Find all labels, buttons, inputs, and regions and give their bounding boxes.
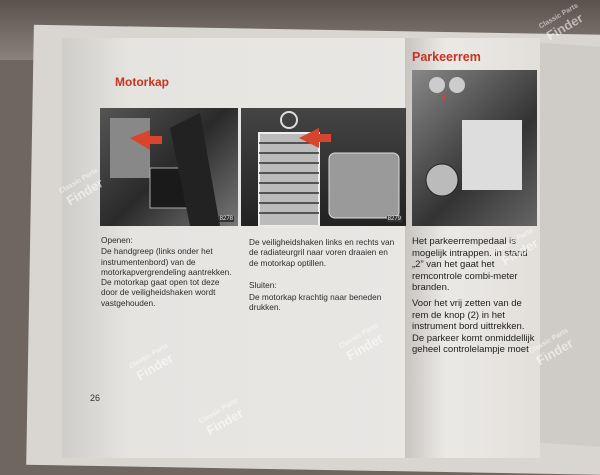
- far-right-page: [538, 42, 600, 448]
- opening-subheading: Openen:: [101, 235, 133, 245]
- opening-text: De handgreep (links onder het instrument…: [101, 246, 232, 308]
- figure-radiator-grille: 8279: [241, 108, 406, 226]
- figure-code: 8279: [386, 216, 402, 222]
- page-number: 26: [90, 393, 101, 403]
- figure-hood-release: 8278: [100, 108, 238, 226]
- arrow-icon: [299, 128, 331, 148]
- figure-parking-brake: 2: [412, 70, 537, 226]
- parking-brake-para1: Het parkeerrempedaal is mogelijk intrapp…: [412, 236, 528, 294]
- figure-label: 2: [442, 92, 447, 101]
- figure-code: 8278: [218, 216, 234, 222]
- parking-brake-para2: Voor het vrij zetten van de rem de knop …: [412, 297, 535, 356]
- hooks-text: De veiligheidshaken links en rechts van …: [249, 237, 395, 268]
- heading-motorkap: Motorkap: [115, 75, 169, 89]
- closing-subheading: Sluiten:: [249, 279, 277, 290]
- heading-parkeerrem: Parkeerrem: [412, 50, 481, 64]
- arrow-icon: [130, 130, 162, 150]
- closing-text: De motorkap krachtig naar beneden drukke…: [249, 292, 382, 313]
